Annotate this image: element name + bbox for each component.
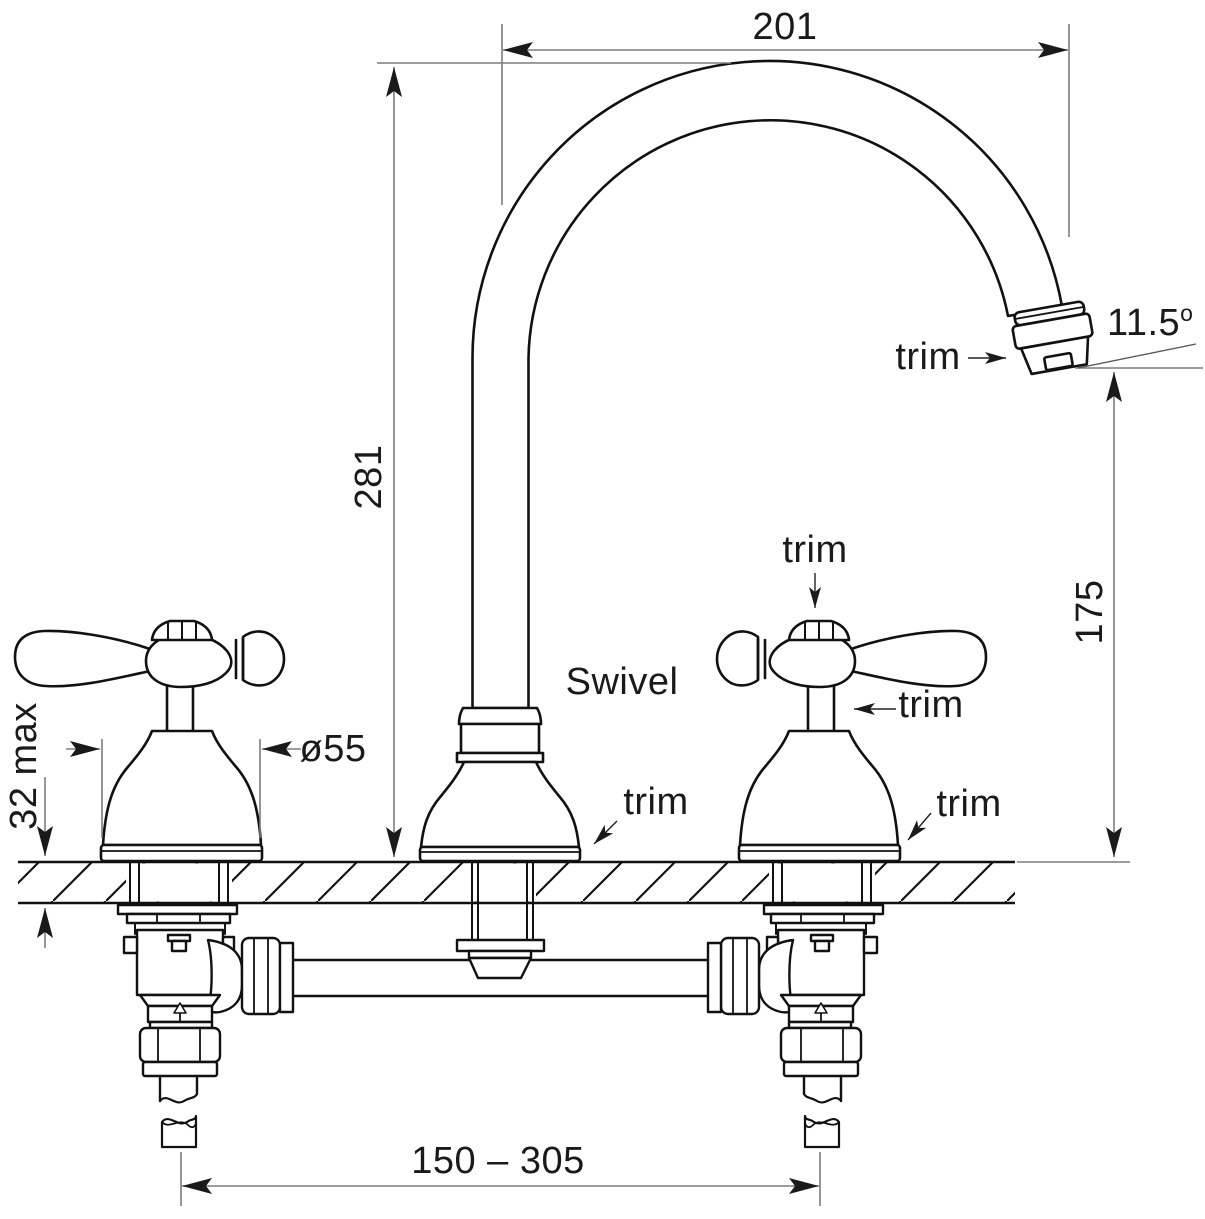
dim-outlet-angle-label: 11.5o [1107,300,1193,344]
dim-body-diameter-label: ø55 [299,728,367,770]
leader-trim-centre-bell [593,820,618,845]
spout-tube [471,59,1064,710]
outlet-angle-value: 11.5 [1107,302,1181,344]
trim-label-handle-top: trim [782,529,848,571]
outlet-angle-degree-mark: o [1180,300,1193,326]
deck-hole-left [126,863,232,902]
dim-inlet-centres [180,1152,821,1206]
dim-outlet-angle [1077,343,1197,369]
deck-hole-right [769,863,875,902]
right-handle-assembly [715,619,988,863]
spout-bell [419,760,581,849]
dim-spout-reach [501,24,1070,237]
spout-collar [457,706,543,726]
swivel-label: Swivel [565,661,679,703]
trim-label-right-bell: trim [936,783,1002,825]
dim-outlet-height-label: 175 [1069,579,1111,645]
dim-overall-height [377,62,731,857]
dim-outlet-height [1017,367,1203,863]
dim-spout-reach-label: 201 [752,6,818,48]
spout-flange [418,845,582,863]
spout-assembly [418,59,1094,863]
leader-trim-right-bell [907,812,932,841]
countertop [18,860,1015,905]
swivel-ring [455,751,545,764]
spout-aerator [1011,300,1094,376]
trim-label-handle-side: trim [898,684,964,726]
dim-overall-height-label: 281 [348,444,390,510]
deck-hole-centre [468,863,536,902]
dim-body-diameter [66,739,301,838]
trim-label-centre-bell: trim [623,781,689,823]
dim-deck-thickness-label: 32 max [3,702,45,830]
dim-inlet-centres-label: 150 – 305 [411,1140,585,1182]
trim-label-spout: trim [895,336,961,378]
left-handle-assembly [13,619,286,863]
spout-tail [455,861,546,980]
